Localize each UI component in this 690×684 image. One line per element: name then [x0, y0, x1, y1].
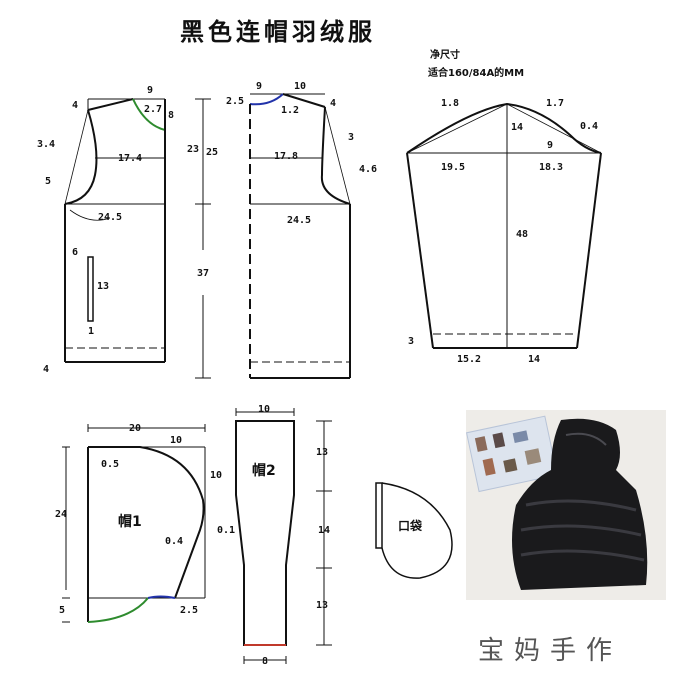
hood-1-curve-width: 10 — [170, 435, 182, 446]
front-neck-side: 8 — [168, 110, 174, 121]
hood-2-section-bottom: 13 — [316, 600, 328, 611]
hood-2-top-width: 10 — [258, 404, 270, 415]
hood-2-bottom-width: 8 — [262, 656, 268, 667]
hood-2-taper-offset: 0.1 — [217, 525, 235, 536]
back-chest-line: 17.8 — [274, 151, 298, 162]
size-label: 净尺寸 — [430, 50, 460, 61]
back-armhole-curve-2: 4.6 — [359, 164, 377, 175]
front-hem-width: 24.5 — [98, 212, 122, 223]
jacket-photo-illustration — [466, 410, 666, 600]
hood-1-height: 24 — [55, 509, 67, 520]
front-pocket-from-side: 6 — [72, 247, 78, 258]
back-shoulder-width: 10 — [294, 81, 306, 92]
front-top-width: 9 — [147, 85, 153, 96]
front-armhole-curve-1: 3.4 — [37, 139, 55, 150]
sleeve-cap-height: 14 — [511, 122, 523, 133]
sleeve-length: 48 — [516, 229, 528, 240]
sleeve-cuff-allowance: 3 — [408, 336, 414, 347]
hood-2-section-top: 13 — [316, 447, 328, 458]
back-shoulder-drop: 4 — [330, 98, 336, 109]
pocket-piece — [375, 482, 453, 579]
back-armhole-curve-1: 3 — [348, 132, 354, 143]
hood-1-neck-drop: 5 — [59, 605, 65, 616]
hood-1-neck-offset: 2.5 — [180, 605, 198, 616]
back-neck-width: 9 — [256, 81, 262, 92]
sleeve-cap-curve-back: 1.8 — [441, 98, 459, 109]
hood-1-edge-offset: 0.4 — [165, 536, 183, 547]
sleeve-cap-curve-small: 0.4 — [580, 121, 598, 132]
front-bodice-piece — [64, 98, 166, 363]
hood-1-piece — [62, 424, 206, 623]
watermark: 宝妈手作 — [478, 636, 623, 666]
hood-2-section-mid: 14 — [318, 525, 330, 536]
sleeve-cuff-front: 14 — [528, 354, 540, 365]
front-pocket-width: 1 — [88, 326, 94, 337]
diagram-title: 黑色连帽羽绒服 — [180, 18, 376, 46]
sleeve-front-width: 18.3 — [539, 162, 563, 173]
armhole-total: 25 — [206, 147, 218, 158]
front-neck-depth: 2.7 — [144, 104, 162, 115]
back-neck-curve: 1.2 — [281, 105, 299, 116]
sleeve-piece — [406, 102, 602, 349]
front-shoulder-drop: 4 — [72, 100, 78, 111]
hood-1-total-width: 20 — [129, 423, 141, 434]
hood-1-curve-height: 10 — [210, 470, 222, 481]
sleeve-back-width: 19.5 — [441, 162, 465, 173]
front-armhole-curve-2: 5 — [45, 176, 51, 187]
hood-1-corner-offset: 0.5 — [101, 459, 119, 470]
sleeve-cuff-back: 15.2 — [457, 354, 481, 365]
hood-2-piece — [235, 408, 332, 664]
sleeve-cap-curve-front: 1.7 — [546, 98, 564, 109]
back-bodice-piece — [249, 93, 351, 379]
back-hem-width: 24.5 — [287, 215, 311, 226]
front-pocket-length: 13 — [97, 281, 109, 292]
back-neck-rise: 2.5 — [226, 96, 244, 107]
body-length: 37 — [197, 268, 209, 279]
pocket-label: 口袋 — [398, 518, 423, 533]
sleeve-front-slope: 9 — [547, 140, 553, 151]
front-hem-allowance: 4 — [43, 364, 49, 375]
fit-note: 适合160/84A的MM — [428, 68, 525, 79]
jacket-photo — [466, 410, 666, 600]
hood-1-label: 帽1 — [118, 513, 142, 530]
vertical-measure — [195, 98, 211, 379]
front-chest-line: 17.4 — [118, 153, 142, 164]
armhole-depth: 23 — [187, 144, 199, 155]
hood-2-label: 帽2 — [252, 462, 276, 479]
